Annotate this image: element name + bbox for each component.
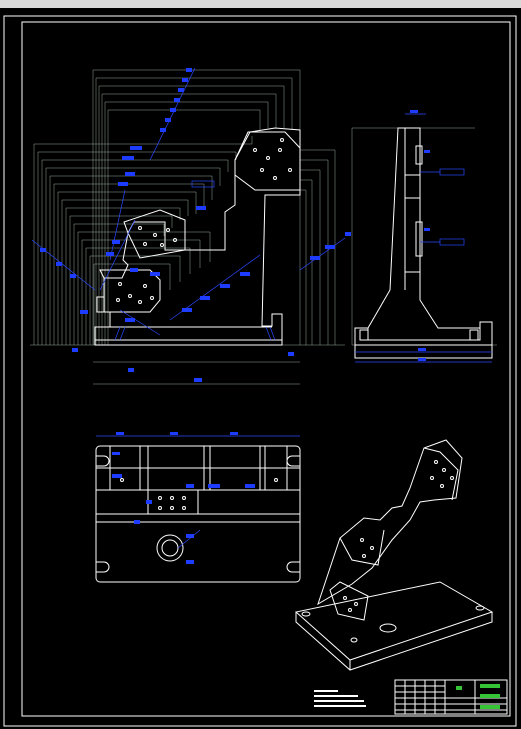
upper-locating-plate[interactable] [234, 131, 301, 191]
iso-holes [343, 460, 454, 612]
side-view-base[interactable] [354, 345, 493, 359]
top-view-bore-inner [161, 539, 179, 557]
title-block-field-1 [480, 684, 500, 688]
notes-line-4 [314, 705, 366, 707]
top-view-bore-outer [156, 534, 184, 562]
title-block-mark [456, 686, 462, 690]
notes-line-2 [314, 695, 358, 697]
side-view-extension-left [351, 127, 475, 345]
front-view-outline[interactable] [94, 127, 301, 346]
notes-line-1 [314, 690, 338, 692]
iso-base-sides [295, 612, 493, 671]
top-view-slot-bl [96, 561, 110, 573]
side-view-dimensions [355, 110, 492, 363]
title-block-field-3 [480, 705, 500, 709]
iso-lower-plate [329, 581, 369, 621]
iso-slot-3 [350, 637, 358, 643]
top-view-dimensions [96, 432, 300, 564]
front-view-extension-lines [30, 69, 345, 385]
iso-middle-plate [339, 529, 385, 566]
top-view[interactable] [95, 432, 301, 583]
front-view-bolt-holes [116, 138, 292, 304]
side-view-outline[interactable] [354, 127, 493, 346]
sheet-inner-frame [21, 21, 511, 717]
side-view-slot-right [469, 329, 479, 341]
lower-locating-plate[interactable] [99, 269, 161, 313]
top-view-pocket-3 [209, 445, 261, 491]
title-block-field-2 [480, 694, 500, 698]
iso-upright[interactable] [317, 439, 463, 606]
window-title-bar [0, 0, 521, 8]
front-view-dimensions [31, 67, 351, 382]
side-view-pin-lower [415, 221, 423, 257]
title-block[interactable] [314, 679, 508, 715]
iso-upper-plate [423, 447, 459, 501]
iso-slot-2 [475, 605, 485, 611]
top-view-slot-br [286, 561, 300, 573]
sheet-outer-frame [3, 15, 517, 727]
top-view-holes [120, 478, 278, 510]
notes-line-3 [314, 700, 364, 702]
title-block-frame [394, 679, 508, 715]
base-weld-hatching [114, 326, 276, 341]
side-view-base-inner [367, 328, 481, 341]
top-view-pocket-4 [264, 445, 288, 491]
top-view-slot-tl [96, 455, 110, 467]
isometric-view[interactable] [294, 439, 494, 671]
side-view-pin-upper [415, 145, 423, 165]
iso-slot-1 [301, 611, 311, 617]
middle-locating-plate[interactable] [123, 209, 186, 259]
side-view[interactable] [351, 110, 497, 363]
iso-bore [379, 623, 397, 633]
top-view-block [147, 489, 199, 515]
top-view-slot-tr [286, 455, 300, 467]
side-view-slot-left [359, 329, 369, 341]
front-view[interactable] [30, 67, 351, 385]
top-view-pocket-1 [109, 445, 141, 491]
